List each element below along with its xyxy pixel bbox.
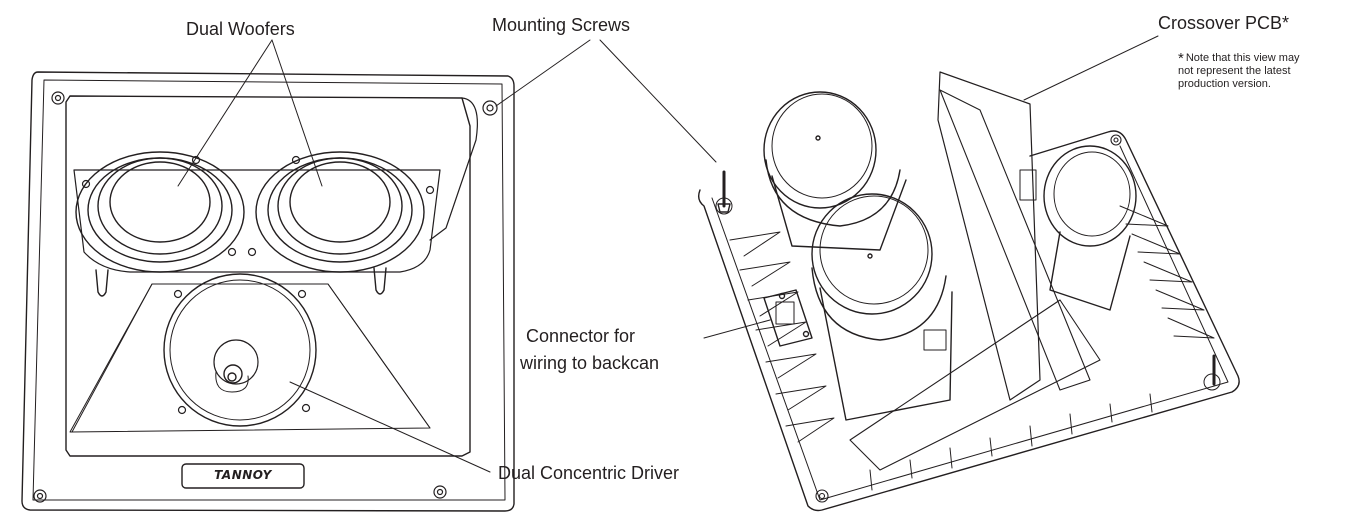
driver-trim bbox=[69, 283, 431, 433]
label-crossover-pcb: Crossover PCB* bbox=[1158, 13, 1290, 33]
front-woofer-right bbox=[255, 151, 425, 273]
crossover-pcb-board bbox=[937, 71, 1041, 401]
front-woofer-left bbox=[75, 151, 245, 273]
rear-mounting-screw-right bbox=[1203, 354, 1221, 391]
leader-connector bbox=[703, 319, 771, 339]
crossover-note: *Note that this view may not represent t… bbox=[1178, 50, 1352, 91]
label-connector-line-2: wiring to backcan bbox=[520, 353, 660, 373]
rear-frame-outer bbox=[697, 130, 1240, 512]
note-line-1: Note that this view may bbox=[1185, 52, 1300, 64]
rear-ribs bbox=[729, 205, 1215, 491]
rear-concentric-driver bbox=[1019, 145, 1137, 311]
rear-view bbox=[697, 71, 1240, 512]
front-view bbox=[21, 71, 515, 512]
label-mounting-screws: Mounting Screws bbox=[492, 15, 631, 35]
front-frame-outer bbox=[21, 71, 515, 512]
rear-support-bar bbox=[849, 299, 1101, 471]
rear-corner-screws bbox=[815, 134, 1122, 503]
tannoy-logo: TANNOY bbox=[214, 468, 272, 482]
rear-woofer-upper bbox=[763, 91, 907, 251]
label-dual-concentric-driver: Dual Concentric Driver bbox=[498, 463, 680, 483]
note-asterisk: * bbox=[1178, 50, 1184, 67]
label-dual-woofers: Dual Woofers bbox=[186, 19, 295, 39]
note-line-2: not represent the latest bbox=[1178, 65, 1291, 77]
front-clip-right bbox=[373, 267, 387, 295]
trim-line-left bbox=[71, 283, 153, 433]
leader-lines bbox=[177, 35, 1159, 473]
front-screws bbox=[33, 91, 498, 503]
woofer-plate bbox=[73, 169, 441, 273]
front-frame-bevel bbox=[32, 79, 506, 501]
rear-connector-block bbox=[763, 289, 813, 347]
front-clip-left bbox=[95, 269, 109, 297]
leader-screw-rear bbox=[599, 39, 717, 163]
leader-driver bbox=[289, 381, 491, 473]
trim-line-right bbox=[327, 283, 431, 429]
leader-woofer-right bbox=[271, 39, 323, 187]
front-panel bbox=[65, 95, 471, 457]
rear-mounting-screw-left bbox=[715, 170, 733, 215]
front-baffle-edge bbox=[429, 97, 478, 241]
leader-crossover bbox=[1023, 35, 1159, 101]
rear-frame-inner bbox=[711, 145, 1229, 501]
rear-woofer-lower bbox=[811, 193, 953, 421]
note-line-3: production version. bbox=[1178, 78, 1271, 90]
label-connector-line-1: Connector for bbox=[526, 326, 636, 346]
tannoy-badge bbox=[181, 463, 305, 489]
rear-support-arm bbox=[939, 89, 1091, 391]
leader-woofer-left bbox=[177, 39, 273, 187]
leader-screw-front bbox=[495, 39, 591, 107]
front-concentric-driver bbox=[163, 273, 317, 427]
